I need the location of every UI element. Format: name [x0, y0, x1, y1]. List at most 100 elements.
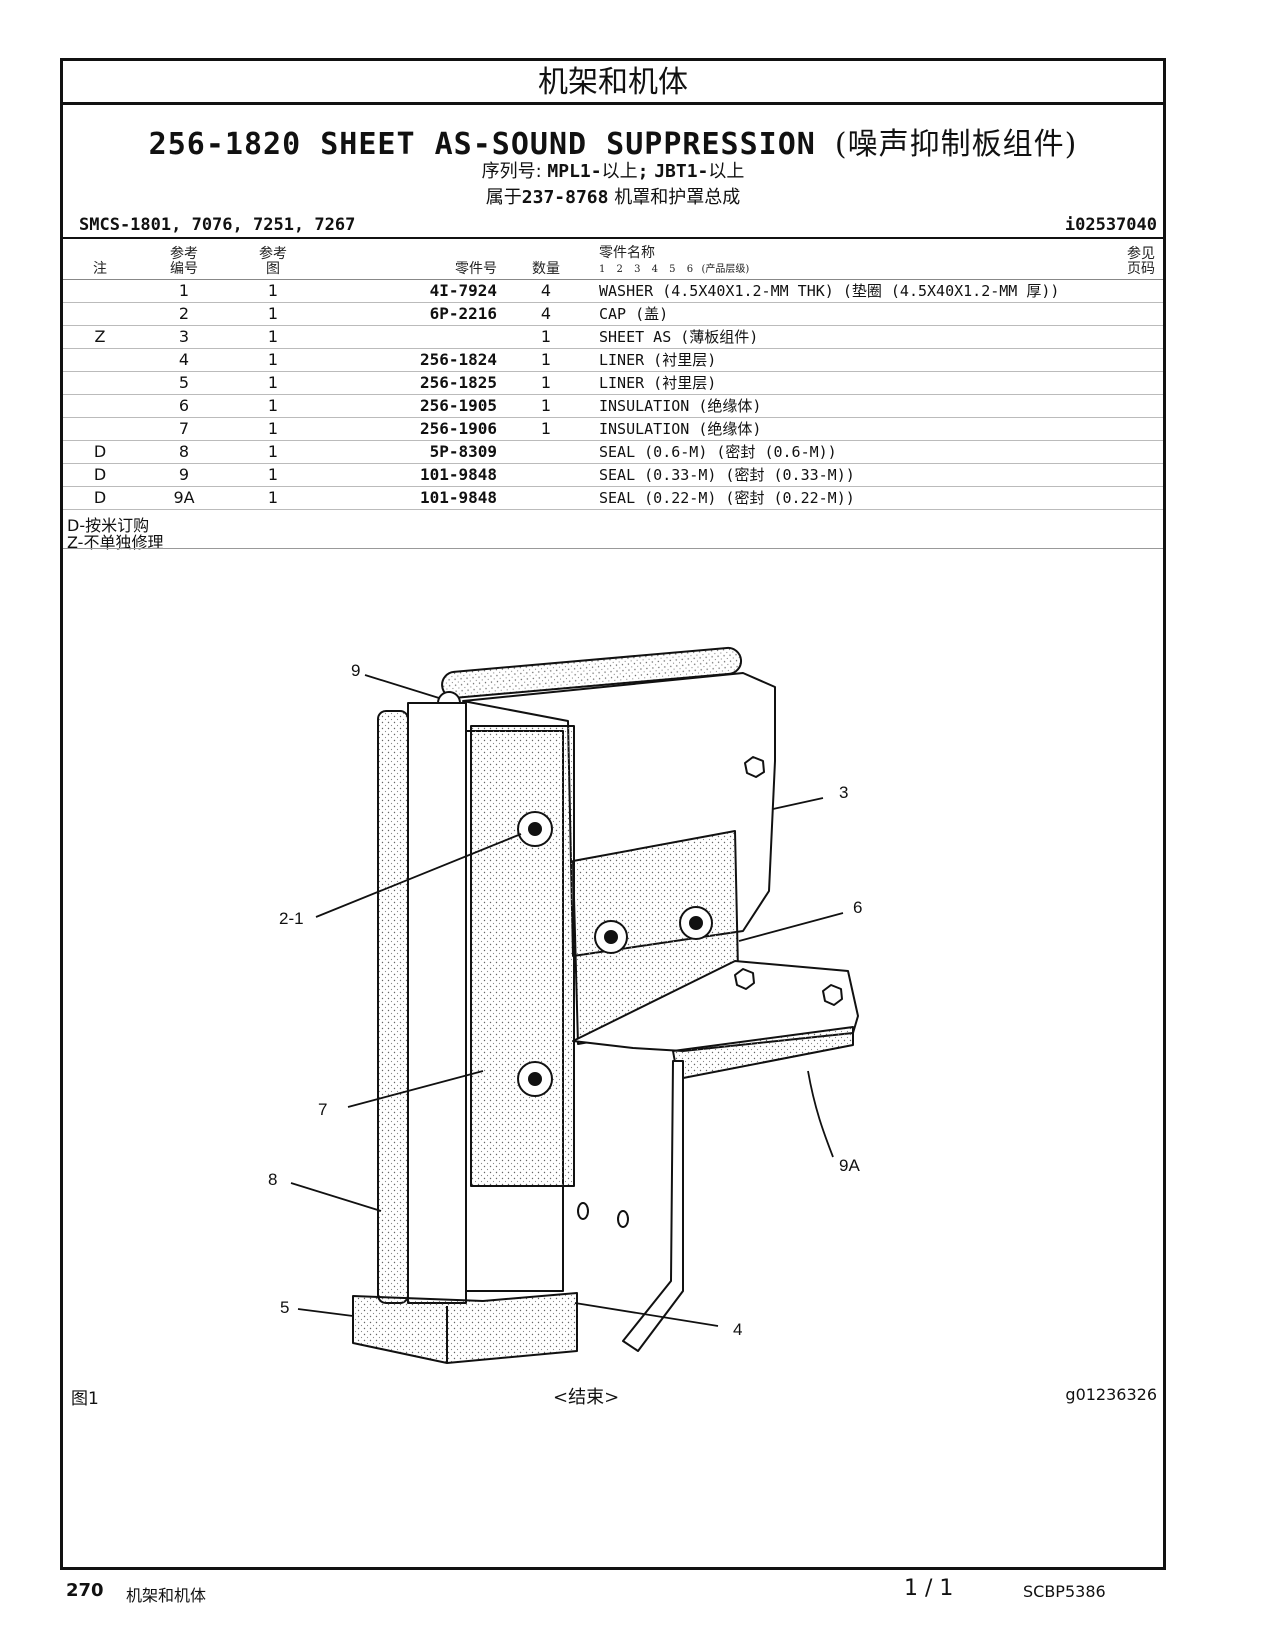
cell-part-no	[315, 325, 499, 349]
table-row: 2 1 6P-2216 4 CAP (盖)	[63, 302, 1163, 326]
cell-part-no: 256-1824	[315, 348, 499, 372]
cell-note	[63, 417, 137, 441]
cell-note	[63, 279, 137, 303]
cell-page	[1101, 417, 1163, 441]
cell-name: LINER (衬里层)	[593, 348, 1101, 372]
group-name: SHEET AS-SOUND SUPPRESSION	[320, 127, 816, 162]
cell-name: LINER (衬里层)	[593, 371, 1101, 395]
cell-fig: 1	[231, 463, 315, 487]
table-row: D 9 1 101-9848 SEAL (0.33-M) (密封 (0.33-M…	[63, 463, 1163, 487]
cell-ref: 4	[137, 348, 231, 372]
cell-fig: 1	[231, 325, 315, 349]
callout-2-1: 2-1	[279, 909, 304, 928]
cell-fig: 1	[231, 417, 315, 441]
cell-page	[1101, 279, 1163, 303]
serial-range-2: 以上	[708, 161, 745, 182]
cell-name: WASHER (4.5X40X1.2-MM THK) (垫圈 (4.5X40X1…	[593, 279, 1101, 303]
liner-base-5	[352, 1292, 578, 1364]
group-name-cn: (噪声抑制板组件)	[834, 127, 1078, 162]
parent-assembly: 属于237-8768 机罩和护罩总成	[63, 183, 1163, 209]
leader-4	[574, 1302, 719, 1327]
cell-name: CAP (盖)	[593, 302, 1101, 326]
cell-qty: 1	[499, 325, 593, 349]
cell-page	[1101, 486, 1163, 510]
group-part-number: 256-1820	[148, 127, 302, 162]
seal-vertical-8	[377, 710, 409, 1304]
cell-name: SEAL (0.33-M) (密封 (0.33-M))	[593, 463, 1101, 487]
cell-page	[1101, 348, 1163, 372]
exploded-view-drawing: 9 3 2-1 6 7 9A 8 5 4	[268, 646, 862, 1364]
cell-note: D	[63, 463, 137, 487]
parent-name: 机罩和护罩总成	[614, 187, 741, 208]
serial-prefix-1: MPL1-	[547, 161, 602, 182]
header-part-no: 零件号	[315, 246, 499, 280]
leader-8	[290, 1182, 382, 1212]
serial-separator: ;	[637, 161, 649, 182]
cell-note	[63, 371, 137, 395]
callout-4: 4	[733, 1320, 742, 1339]
header-divider	[63, 237, 1163, 239]
cell-ref: 9A	[137, 486, 231, 510]
cell-part-no: 4I-7924	[315, 279, 499, 303]
cell-part-no: 256-1905	[315, 394, 499, 418]
callout-8: 8	[268, 1170, 277, 1189]
hex-nut	[822, 984, 843, 1006]
parent-part-number: 237-8768	[521, 187, 609, 208]
serial-range-1: 以上	[601, 161, 638, 182]
table-row: Z 3 1 1 SHEET AS (薄板组件)	[63, 325, 1163, 349]
cell-fig: 1	[231, 486, 315, 510]
cell-qty: 1	[499, 371, 593, 395]
illustration-id: i02537040	[1064, 215, 1157, 235]
cell-part-no: 101-9848	[315, 463, 499, 487]
serial-range: 序列号: MPL1-以上; JBT1-以上	[63, 157, 1163, 183]
cell-part-no: 256-1825	[315, 371, 499, 395]
leader-7	[347, 1070, 484, 1108]
callout-6: 6	[853, 898, 862, 917]
figure-label: 图1	[71, 1389, 99, 1409]
table-row: 4 1 256-1824 1 LINER (衬里层)	[63, 348, 1163, 372]
cell-name: SEAL (0.22-M) (密封 (0.22-M))	[593, 486, 1101, 510]
cell-ref: 5	[137, 371, 231, 395]
cell-fig: 1	[231, 279, 315, 303]
callout-9: 9	[351, 661, 360, 680]
header-note: 注	[63, 246, 137, 280]
end-label: <结束>	[553, 1387, 620, 1408]
cell-fig: 1	[231, 440, 315, 464]
header-page: 参见页码	[1101, 246, 1163, 280]
serial-prefix-2: JBT1-	[654, 161, 709, 182]
cell-ref: 3	[137, 325, 231, 349]
cell-note	[63, 394, 137, 418]
callout-7: 7	[318, 1100, 327, 1119]
cell-qty: 1	[499, 417, 593, 441]
page-frame: 机架和机体 256-1820 SHEET AS-SOUND SUPPRESSIO…	[60, 58, 1166, 1570]
cell-page	[1101, 394, 1163, 418]
cell-fig: 1	[231, 394, 315, 418]
parent-label: 属于	[485, 187, 522, 208]
header-ref: 参考编号	[137, 246, 231, 280]
cell-part-no: 256-1906	[315, 417, 499, 441]
footer-section: 机架和机体	[126, 1586, 207, 1605]
cell-note	[63, 302, 137, 326]
page-count: 1 / 1	[904, 1576, 954, 1601]
cell-qty	[499, 440, 593, 464]
cell-fig: 1	[231, 371, 315, 395]
cell-ref: 8	[137, 440, 231, 464]
cell-name: SHEET AS (薄板组件)	[593, 325, 1101, 349]
cell-part-no: 101-9848	[315, 486, 499, 510]
cell-ref: 6	[137, 394, 231, 418]
callout-9a: 9A	[839, 1156, 860, 1175]
leader-2-1	[315, 833, 522, 918]
leader-6	[738, 912, 844, 942]
cell-qty	[499, 463, 593, 487]
hex-nut	[744, 756, 765, 778]
cell-qty: 4	[499, 279, 593, 303]
cell-note: Z	[63, 325, 137, 349]
cell-page	[1101, 302, 1163, 326]
smcs-codes: SMCS-1801, 7076, 7251, 7267	[79, 215, 356, 235]
notes-divider	[63, 548, 1163, 549]
callout-5: 5	[280, 1298, 289, 1317]
cell-page	[1101, 325, 1163, 349]
bracket-leg	[622, 1060, 684, 1352]
cell-ref: 1	[137, 279, 231, 303]
table-row: 7 1 256-1906 1 INSULATION (绝缘体)	[63, 417, 1163, 441]
